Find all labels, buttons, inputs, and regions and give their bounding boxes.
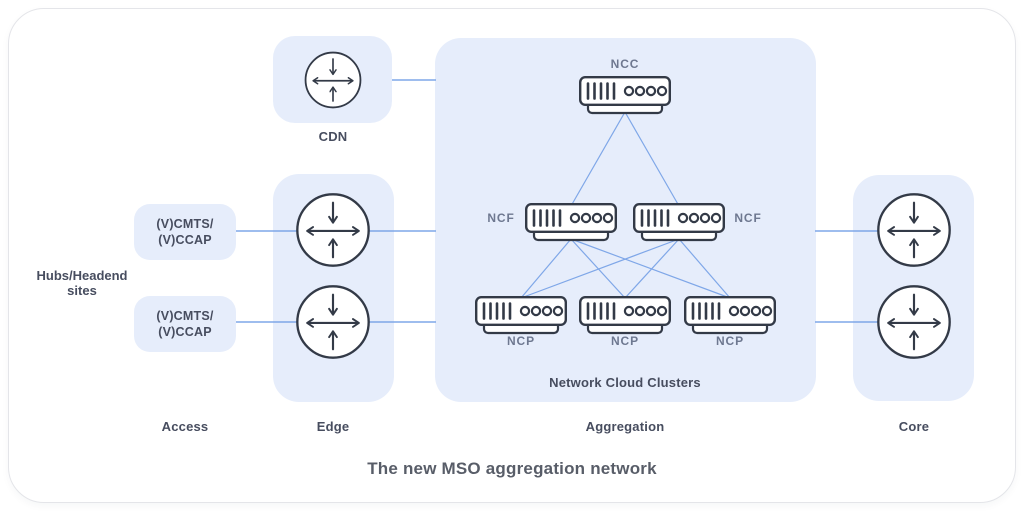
ncp-switch-icon [684, 296, 776, 336]
cdn-label: CDN [318, 129, 348, 144]
hubs-headend-line2: sites [67, 283, 97, 298]
ncc-label: NCC [610, 57, 640, 71]
diagram-title: The new MSO aggregation network [367, 459, 657, 478]
core-router-icon [875, 283, 953, 361]
column-label-access: Access [161, 419, 209, 434]
ncf-right-label: NCF [734, 211, 762, 225]
edge-router-icon [294, 283, 372, 361]
cmts-label-line2: (V)CCAP [158, 325, 212, 339]
cdn-router-icon [303, 50, 363, 110]
ncp-switch-icon [579, 296, 671, 336]
hubs-headend-line1: Hubs/Headend [36, 268, 128, 283]
ncp-label: NCP [506, 334, 536, 348]
cmts-label-line2: (V)CCAP [158, 233, 212, 247]
ncp-label: NCP [715, 334, 745, 348]
column-label-edge: Edge [316, 419, 350, 434]
ncp-label: NCP [610, 334, 640, 348]
column-label-core: Core [898, 419, 930, 434]
cmts-node-1: (V)CMTS/ (V)CCAP [134, 204, 236, 260]
ncc-switch-icon [579, 76, 671, 116]
edge-router-icon [294, 191, 372, 269]
ncf-left-label: NCF [487, 211, 515, 225]
cluster-label: Network Cloud Clusters [549, 375, 701, 390]
cmts-node-2: (V)CMTS/ (V)CCAP [134, 296, 236, 352]
hubs-headend-label: Hubs/Headend sites [22, 268, 142, 298]
core-router-icon [875, 191, 953, 269]
cmts-label-line1: (V)CMTS/ [156, 309, 214, 323]
ncp-switch-icon [475, 296, 567, 336]
column-label-aggregation: Aggregation [585, 419, 665, 434]
cmts-label-line1: (V)CMTS/ [156, 217, 214, 231]
